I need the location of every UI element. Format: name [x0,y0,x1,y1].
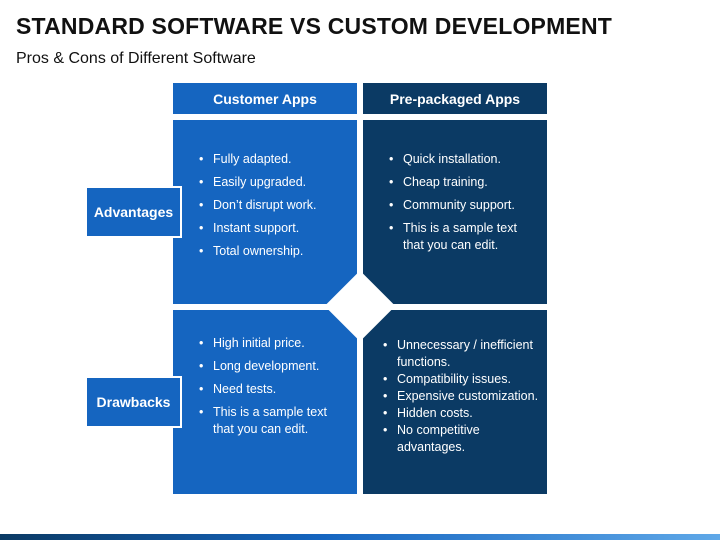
prepackaged-advantages-list: Quick installation. Cheap training. Comm… [389,151,539,260]
list-item: Instant support. [199,220,349,237]
list-item: Hidden costs. [383,405,543,422]
bottom-accent-bar [0,534,720,540]
customer-drawbacks-list: High initial price. Long development. Ne… [199,335,349,444]
list-item: Don’t disrupt work. [199,197,349,214]
quadrant-prepackaged-drawbacks: Unnecessary / inefficient functions. Com… [363,310,547,494]
list-item: Long development. [199,358,349,375]
list-item: This is a sample text that you can edit. [389,220,539,254]
list-item: Compatibility issues. [383,371,543,388]
list-item: No competitive advantages. [383,422,543,456]
list-item: Expensive customization. [383,388,543,405]
list-item: Quick installation. [389,151,539,168]
label-drawbacks: Drawbacks [87,378,180,426]
page-subtitle: Pros & Cons of Different Software [16,50,256,67]
header-customer-apps: Customer Apps [173,83,357,114]
page-title: STANDARD SOFTWARE VS CUSTOM DEVELOPMENT [16,13,613,39]
quadrant-customer-drawbacks: High initial price. Long development. Ne… [173,310,357,494]
list-item: Fully adapted. [199,151,349,168]
list-item: Cheap training. [389,174,539,191]
quadrant-customer-advantages: Fully adapted. Easily upgraded. Don’t di… [173,120,357,304]
list-item: This is a sample text that you can edit. [199,404,349,438]
list-item: Community support. [389,197,539,214]
prepackaged-drawbacks-list: Unnecessary / inefficient functions. Com… [383,337,543,456]
quadrant-prepackaged-advantages: Quick installation. Cheap training. Comm… [363,120,547,304]
list-item: Unnecessary / inefficient functions. [383,337,543,371]
list-item: Easily upgraded. [199,174,349,191]
list-item: High initial price. [199,335,349,352]
label-advantages: Advantages [87,188,180,236]
customer-advantages-list: Fully adapted. Easily upgraded. Don’t di… [199,151,349,266]
header-prepackaged-apps: Pre-packaged Apps [363,83,547,114]
list-item: Need tests. [199,381,349,398]
list-item: Total ownership. [199,243,349,260]
